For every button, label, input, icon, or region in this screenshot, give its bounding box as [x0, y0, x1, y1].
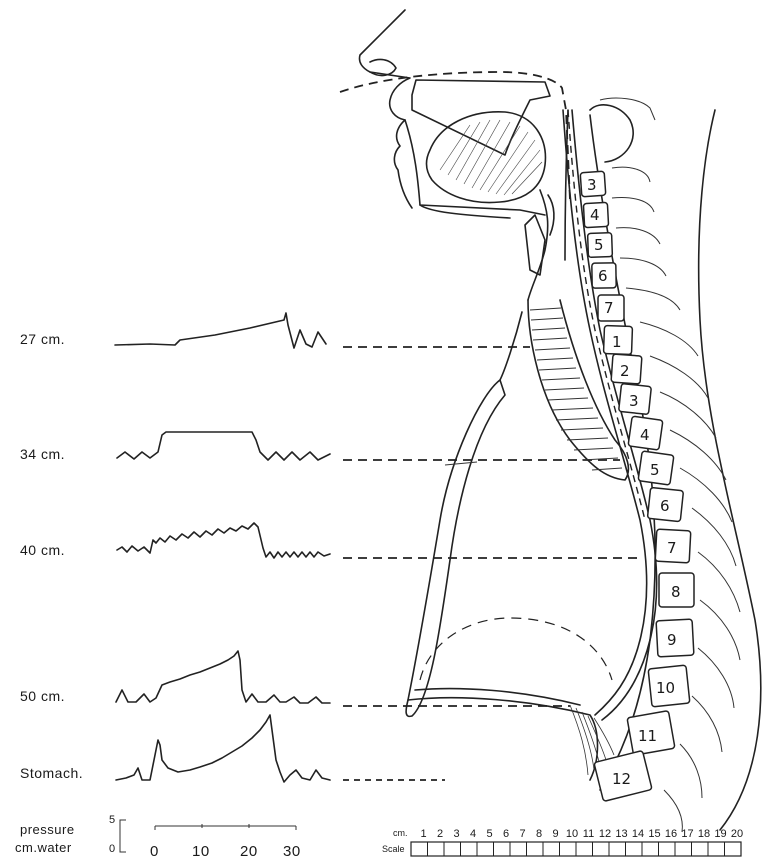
trace-50cm — [116, 651, 330, 703]
chest-anterior-line — [500, 312, 522, 380]
thoracic-vertebra-label-11: 11 — [638, 727, 657, 745]
ruler-label-15: 15 — [648, 828, 660, 840]
ruler-label-19: 19 — [714, 828, 726, 840]
thoracic-vertebra-label-12: 12 — [612, 770, 631, 788]
face-outline — [359, 10, 412, 208]
ruler-label-7: 7 — [519, 828, 525, 840]
axis-vertebra — [590, 105, 633, 162]
ruler-label-17: 17 — [681, 828, 693, 840]
epiglottis — [548, 195, 554, 235]
thoracic-vertebra-label-6: 6 — [660, 497, 670, 515]
back-contour — [699, 110, 761, 830]
ruler-label-18: 18 — [698, 828, 710, 840]
ruler-unit-label: cm. — [393, 828, 408, 838]
ruler-label-6: 6 — [503, 828, 509, 840]
thoracic-vertebra-label-1: 1 — [612, 333, 622, 351]
vertebral-bodies — [580, 171, 694, 801]
thoracic-vertebra-label-8: 8 — [671, 583, 681, 601]
cervical-vertebra-label-6: 6 — [598, 267, 608, 285]
ruler-label-13: 13 — [615, 828, 627, 840]
sternal-joint — [445, 462, 477, 465]
thoracic-vertebra-label-3: 3 — [629, 392, 639, 410]
ruler-label-4: 4 — [470, 828, 476, 840]
ruler-label-11: 11 — [583, 828, 594, 840]
ruler-label-14: 14 — [632, 828, 644, 840]
larynx — [525, 215, 545, 275]
palate-line — [340, 72, 570, 200]
ruler-label-3: 3 — [453, 828, 459, 840]
thoracic-vertebra-label-4: 4 — [640, 426, 650, 444]
pressure-scale-bracket — [120, 820, 126, 852]
thoracic-vertebra-label-7: 7 — [667, 539, 677, 557]
thoracic-vertebra-label-10: 10 — [656, 679, 675, 697]
thoracic-vertebra-label-5: 5 — [650, 461, 660, 479]
ruler-label-5: 5 — [486, 828, 492, 840]
ruler-label-2: 2 — [437, 828, 443, 840]
ruler-label-9: 9 — [552, 828, 558, 840]
cervical-vertebra-label-5: 5 — [594, 236, 604, 254]
trace-stomach — [116, 715, 330, 782]
sternum — [406, 380, 505, 716]
cervical-vertebra-label-3: 3 — [587, 176, 597, 194]
cervical-vertebra-label-7: 7 — [604, 299, 614, 317]
diaphragm-lower — [408, 698, 598, 780]
trace-34cm — [117, 432, 330, 460]
thoracic-vertebra-label-2: 2 — [620, 362, 630, 380]
ruler-label-20: 20 — [731, 828, 743, 840]
heart-dome — [420, 618, 612, 680]
trace-40cm — [117, 523, 330, 558]
ruler-scale-label: Scale — [382, 844, 405, 854]
nose-tip — [370, 60, 396, 76]
cervical-vertebra-label-4: 4 — [590, 206, 600, 224]
ruler-label-16: 16 — [665, 828, 677, 840]
ruler-label-8: 8 — [536, 828, 542, 840]
diaphragm-upper — [415, 689, 580, 705]
thoracic-vertebra-label-9: 9 — [667, 631, 677, 649]
ruler-label-12: 12 — [599, 828, 611, 840]
ruler-label-10: 10 — [566, 828, 578, 840]
trace-27cm — [115, 313, 326, 348]
ruler-label-1: 1 — [420, 828, 426, 840]
